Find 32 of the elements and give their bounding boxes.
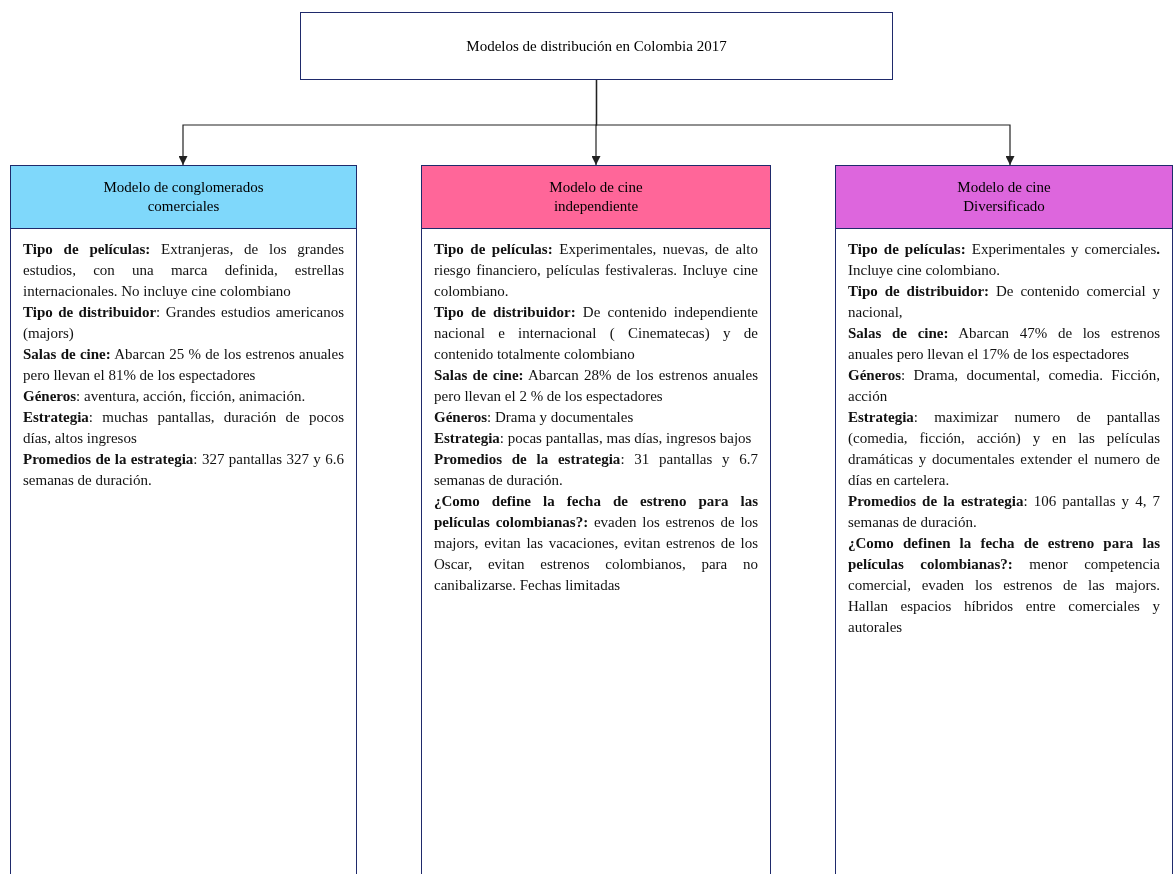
paragraph: Tipo de distribuidor: De contenido independiente nacional e internacional ( Cinematecas) y de contenido totalmente colombiano — [434, 303, 758, 364]
model-heading: Modelo de conglomerados comerciales — [102, 178, 265, 216]
header-box — [421, 165, 771, 229]
header-box — [835, 165, 1173, 229]
paragraph: Tipo de películas: Experimentales y comerciales. Incluye cine colombiano. — [848, 240, 1160, 280]
arrow — [595, 79, 1015, 166]
paragraph: Géneros: Drama, documental, comedia. Ficción, acción — [848, 366, 1160, 406]
paragraph: Géneros: Drama y documentales — [434, 408, 635, 427]
node-label: Modelos de distribución en Colombia 2017 — [466, 37, 727, 55]
content-box — [421, 229, 771, 874]
title-box — [300, 12, 893, 80]
paragraph: Géneros: aventura, acción, ficción, animación. — [23, 387, 307, 406]
paragraph: Tipo de distribuidor: De contenido comercial y nacional, — [848, 282, 1160, 322]
paragraph: ¿Como definen la fecha de estreno para las películas colombianas?: menor competencia comercial, evaden los estrenos de las majors. Hallan espacios híbridos entre comerciales y autorales — [848, 534, 1160, 637]
paragraph: Estrategia: pocas pantallas, mas días, ingresos bajos — [434, 429, 753, 448]
paragraph: Salas de cine: Abarcan 25 % de los estrenos anuales pero llevan el 81% de los espectadores — [23, 345, 344, 385]
paragraph: Tipo de películas: Extranjeras, de los grandes estudios, con una marca definida, estrellas internacionales. No incluye cine colombiano — [23, 240, 344, 301]
paragraph: Promedios de la estrategia: 31 pantallas y 6.7 semanas de duración. — [434, 450, 758, 490]
paragraph: Tipo de distribuidor: Grandes estudios americanos (majors) — [23, 303, 344, 343]
model-heading: Modelo de cine Diversificado — [956, 178, 1052, 216]
paragraph: Salas de cine: Abarcan 47% de los estrenos anuales pero llevan el 17% de los espectadores — [848, 324, 1160, 364]
paragraph: Salas de cine: Abarcan 28% de los estrenos anuales pero llevan el 2 % de los espectadores — [434, 366, 758, 406]
content-box — [10, 229, 357, 874]
paragraph: Estrategia: muchas pantallas, duración de pocos días, altos ingresos — [23, 408, 344, 448]
paragraph: Promedios de la estrategia: 106 pantallas y 4, 7 semanas de duración. — [848, 492, 1160, 532]
paragraph: ¿Como define la fecha de estreno para las películas colombianas?: evaden los estrenos de los majors, evitan las vacaciones, evitan estrenos de los Oscar, evitan estrenos colombianos, para no canibalizarse. Fechas limitadas — [434, 492, 758, 595]
model-heading: Modelo de cine independiente — [548, 178, 644, 216]
paragraph: Tipo de películas: Experimentales, nuevas, de alto riesgo financiero, películas festivaleras. Incluye cine colombiano. — [434, 240, 758, 301]
content-box — [835, 229, 1173, 874]
paragraph: Estrategia: maximizar numero de pantallas (comedia, ficción, acción) y en las películas dramáticas y documentales extender el numero de días en cartelera. — [848, 408, 1160, 490]
header-box — [10, 165, 357, 229]
paragraph: Promedios de la estrategia: 327 pantallas 327 y 6.6 semanas de duración. — [23, 450, 344, 490]
